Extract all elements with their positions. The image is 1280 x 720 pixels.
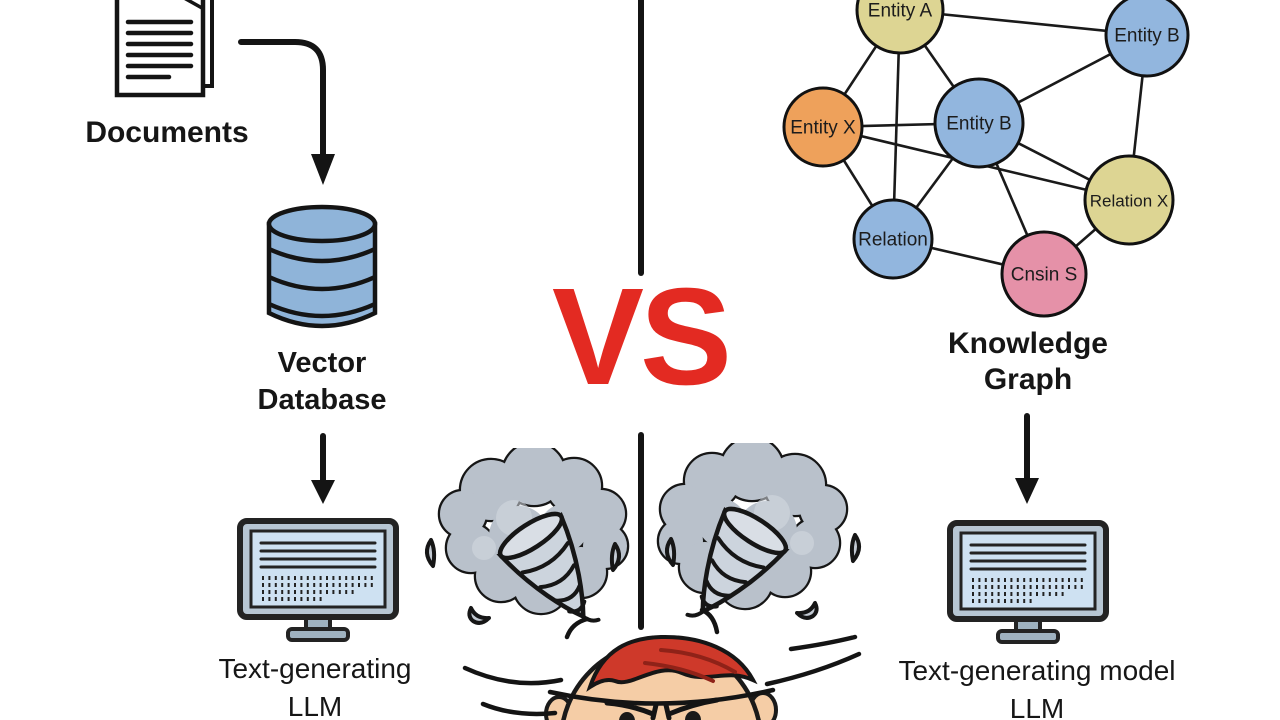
arrowhead <box>311 480 335 504</box>
documents-label: Documents <box>85 116 249 149</box>
arrowhead <box>311 154 335 185</box>
knowledge-graph: Entity A Entity B Entity X Entity B Relation… <box>782 0 1190 318</box>
tornado-right-icon <box>646 443 868 643</box>
screen-text-lines <box>969 543 1087 571</box>
documents-icon <box>114 0 214 98</box>
dizzy-swirls <box>462 607 862 717</box>
page-fold <box>184 0 203 10</box>
graph-node-label: Relation <box>858 230 928 251</box>
front-page <box>114 0 206 98</box>
label-line: Vector <box>277 347 367 379</box>
monitor-base <box>996 629 1060 644</box>
cylinder-body <box>266 221 378 329</box>
graph-node-entity-a <box>855 0 945 55</box>
graph-to-llm-arrow <box>1015 413 1039 504</box>
graph-node-label: Relation X <box>1090 192 1168 211</box>
graph-node-relation-x <box>1083 154 1175 246</box>
graph-node-label: Entity A <box>868 1 933 22</box>
graph-node-label: Entity B <box>946 114 1011 135</box>
cylinder-bands <box>268 246 376 319</box>
label-line: LLM <box>1009 692 1065 720</box>
graph-node-entity-x <box>782 86 864 168</box>
debris <box>665 533 861 620</box>
page-text-lines <box>125 19 194 80</box>
funnel <box>496 511 601 623</box>
funnel <box>685 506 790 618</box>
screen-dot-grid <box>972 578 1085 603</box>
label-line: Database <box>257 383 387 416</box>
llm-monitor-icon <box>947 520 1109 644</box>
tornado-right-art <box>656 443 861 620</box>
label-line: Text-generating model <box>898 655 1176 686</box>
hair-strands <box>643 648 737 683</box>
db-to-llm-arrow <box>311 433 335 504</box>
arrowhead <box>1015 478 1039 504</box>
vs-text: VS <box>551 260 732 414</box>
tornado-left-icon <box>425 448 630 625</box>
graph-node-label: Entity B <box>1114 26 1179 47</box>
eyes <box>619 711 701 720</box>
cylinder-top <box>266 204 378 244</box>
left-llm-label: Text-generating LLM <box>163 650 467 720</box>
label-line: Text-generating <box>218 653 412 684</box>
label-line: Knowledge <box>947 327 1108 360</box>
graph-node-label: Entity X <box>790 118 856 139</box>
debris <box>425 538 621 625</box>
vector-db-label: Vector Database <box>228 345 416 418</box>
label-line: Graph <box>983 363 1073 396</box>
label-line: LLM <box>287 690 343 720</box>
vector-database-icon <box>266 204 378 329</box>
graph-node-entity-b-mid <box>933 77 1025 169</box>
divider-line-bottom <box>638 432 644 630</box>
graph-node-relation <box>852 198 934 280</box>
knowledge-graph-label: Knowledge Graph <box>898 326 1158 398</box>
divider-line-top <box>638 0 644 276</box>
graph-node-cnsin-s <box>1000 230 1088 318</box>
hair <box>586 634 758 692</box>
confused-head-icon <box>462 607 862 720</box>
screen-dot-grid <box>262 576 375 601</box>
graph-node-label: Cnsin S <box>1011 265 1078 286</box>
documents-to-db-arrow <box>238 39 335 185</box>
llm-monitor-icon <box>237 518 399 642</box>
screen-text-lines <box>259 541 377 569</box>
monitor-base <box>286 627 350 642</box>
right-llm-label: Text-generating model LLM <box>875 652 1199 720</box>
graph-node-entity-b-top <box>1104 0 1190 78</box>
